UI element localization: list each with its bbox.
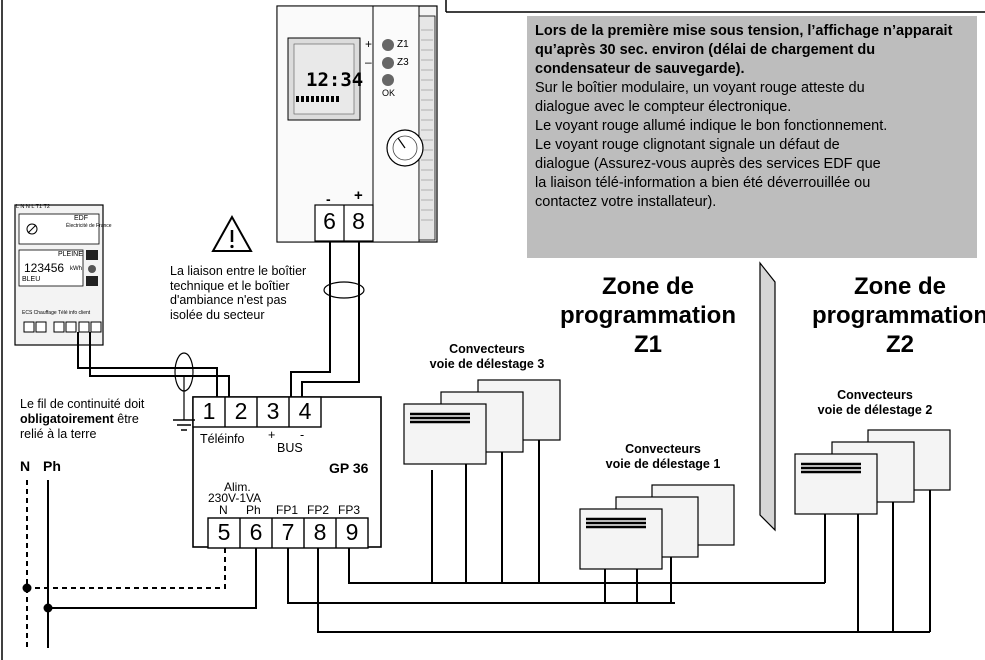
- thermostat-clock: 12:34: [306, 69, 364, 91]
- thermostat-unit: [276, 5, 438, 243]
- zone-title-z1: Zone de programmation Z1: [559, 273, 736, 358]
- gp36-module: [192, 396, 382, 549]
- meter-unit: kWh: [70, 266, 82, 272]
- gp36-terminal-3: 3: [266, 398, 280, 424]
- gp36-terminal-7: 7: [281, 519, 295, 545]
- terminal-minus-sign: -: [326, 191, 331, 207]
- ground-note: Le fil de continuité doit obligatoiremen…: [20, 397, 145, 441]
- convectors-label-1: Convecteurs voie de délestage 1: [605, 442, 721, 471]
- thermostat-plus: +: [365, 37, 373, 51]
- gp36-label-fp2: FP2: [307, 503, 330, 517]
- gp36-alim-label: Alim.: [224, 480, 251, 494]
- convectors-label-2: Convecteurs voie de délestage 2: [817, 388, 933, 417]
- info-line: Sur le boîtier modulaire, un voyant roug…: [535, 80, 865, 96]
- gp36-bus-plus: +: [268, 428, 276, 442]
- button-ok-label[interactable]: OK: [382, 88, 396, 98]
- partition-wall: [759, 261, 776, 532]
- gp36-terminal-8: 8: [313, 519, 327, 545]
- meter-bottom-labels: ECS Chauffage Télé info client: [22, 310, 91, 316]
- thermostat-terminal-6: 6: [323, 208, 336, 234]
- warning-text: La liaison entre le boîtier technique et…: [170, 264, 307, 322]
- convectors-group-3: [403, 379, 561, 465]
- button-z1-label[interactable]: Z1: [397, 39, 409, 50]
- meter-brand: EDF: [74, 215, 88, 222]
- gp36-terminal-6: 6: [249, 519, 263, 545]
- gp36-alim-spec: 230V-1VA: [208, 491, 262, 505]
- meter-top-labels: L N N L T1 T2: [16, 204, 50, 210]
- gp36-teleinfo-label: Téléinfo: [200, 432, 245, 446]
- warning-icon: [211, 214, 253, 252]
- gp36-terminal-1: 1: [202, 398, 216, 424]
- info-line: la liaison télé-information a bien été d…: [535, 175, 871, 191]
- gp36-terminal-9: 9: [345, 519, 359, 545]
- mains-phase-label: Ph: [43, 458, 61, 474]
- terminal-plus-sign: +: [354, 187, 363, 204]
- gp36-label-fp3: FP3: [338, 503, 361, 517]
- startup-info-box: Lors de la première mise sous tension, l…: [527, 16, 977, 258]
- convectors-group-2: [794, 429, 951, 515]
- gp36-bus-label: BUS: [277, 441, 303, 455]
- mains-neutral-label: N: [20, 458, 31, 474]
- convectors-label-3: Convecteurs voie de délestage 3: [429, 342, 545, 371]
- meter-reading: 123456: [24, 261, 65, 275]
- info-line: dialogue (Assurez-vous auprès des servic…: [535, 156, 881, 172]
- meter-brand-sub: Électricité de France: [66, 223, 112, 229]
- info-line: contactez votre installateur).: [535, 194, 717, 210]
- info-line: Le voyant rouge allumé indique le bon fo…: [535, 118, 888, 134]
- gp36-model: GP 36: [329, 460, 369, 476]
- gp36-bus-minus: -: [300, 428, 305, 442]
- meter-tariff: PLEINE: [58, 251, 83, 258]
- gp36-label-fp1: FP1: [276, 503, 299, 517]
- convectors-group-1: [579, 484, 735, 570]
- gp36-label-ph: Ph: [246, 503, 261, 517]
- button-z3-label[interactable]: Z3: [397, 57, 409, 68]
- gp36-terminal-4: 4: [298, 398, 312, 424]
- meter-color: BLEU: [22, 276, 41, 283]
- gp36-terminal-5: 5: [217, 519, 231, 545]
- gp36-label-n: N: [219, 503, 228, 517]
- thermostat-minus: –: [365, 55, 372, 69]
- info-bold-text: Lors de la première mise sous tension, l…: [535, 23, 953, 77]
- edf-meter: [14, 204, 104, 346]
- info-line: dialogue avec le compteur électronique.: [535, 99, 792, 115]
- gp36-terminal-2: 2: [234, 398, 248, 424]
- zone-title-z2: Zone de programmation Z2: [811, 273, 985, 358]
- thermostat-terminal-8: 8: [352, 208, 365, 234]
- info-line: Le voyant rouge clignotant signale un dé…: [535, 137, 840, 153]
